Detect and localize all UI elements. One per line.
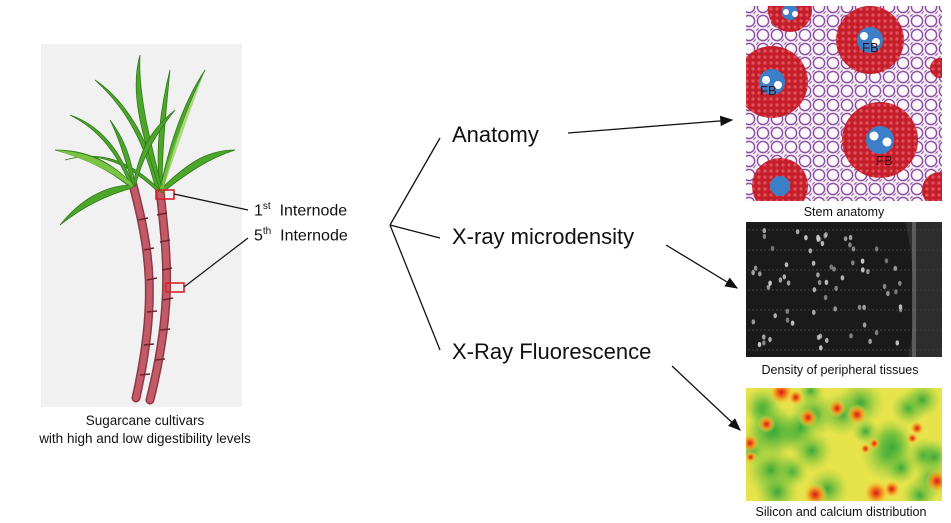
first-internode-number: 1 bbox=[254, 202, 263, 220]
fibre-bundle-label: FB bbox=[876, 153, 893, 168]
stem-anatomy-image bbox=[746, 6, 942, 201]
fifth-internode-suffix: th bbox=[262, 226, 272, 237]
method-xray-fluorescence: X-Ray Fluorescence bbox=[452, 339, 652, 364]
method-xray-microdensity: X-ray microdensity bbox=[452, 224, 635, 249]
method-anatomy: Anatomy bbox=[452, 122, 539, 147]
silicon-calcium-caption: Silicon and calcium distribution bbox=[755, 505, 927, 519]
microdensity-arrow bbox=[665, 244, 739, 289]
first-internode-label: 1st Internode bbox=[254, 201, 347, 220]
fifth-internode-marker bbox=[165, 282, 185, 293]
fibre-bundle-label: FB bbox=[862, 40, 879, 55]
first-internode-suffix: st bbox=[262, 201, 271, 212]
first-internode-text: Internode bbox=[279, 202, 348, 220]
peripheral-density-caption: Density of peripheral tissues bbox=[761, 363, 919, 377]
xray-microdensity-image bbox=[746, 222, 942, 357]
first-internode-connector bbox=[173, 193, 249, 211]
sugarcane-plant bbox=[54, 54, 236, 405]
stem-anatomy-caption: Stem anatomy bbox=[803, 205, 885, 219]
plant-caption: Sugarcane cultivars with high and low di… bbox=[0, 412, 290, 448]
xray-fluorescence-image bbox=[746, 388, 942, 501]
plant-caption-line1: Sugarcane cultivars bbox=[85, 413, 205, 428]
fifth-internode-text: Internode bbox=[280, 227, 348, 245]
fifth-internode-number: 5 bbox=[254, 227, 263, 245]
fifth-internode-connector bbox=[183, 237, 249, 288]
plant-caption-line2: with high and low digestibility levels bbox=[39, 431, 251, 446]
fluorescence-arrow bbox=[671, 365, 741, 431]
fifth-internode-label: 5th Internode bbox=[254, 226, 348, 245]
method-branch-lines bbox=[389, 137, 441, 351]
anatomy-arrow bbox=[567, 115, 734, 134]
fibre-bundle-label: FB bbox=[760, 83, 777, 98]
